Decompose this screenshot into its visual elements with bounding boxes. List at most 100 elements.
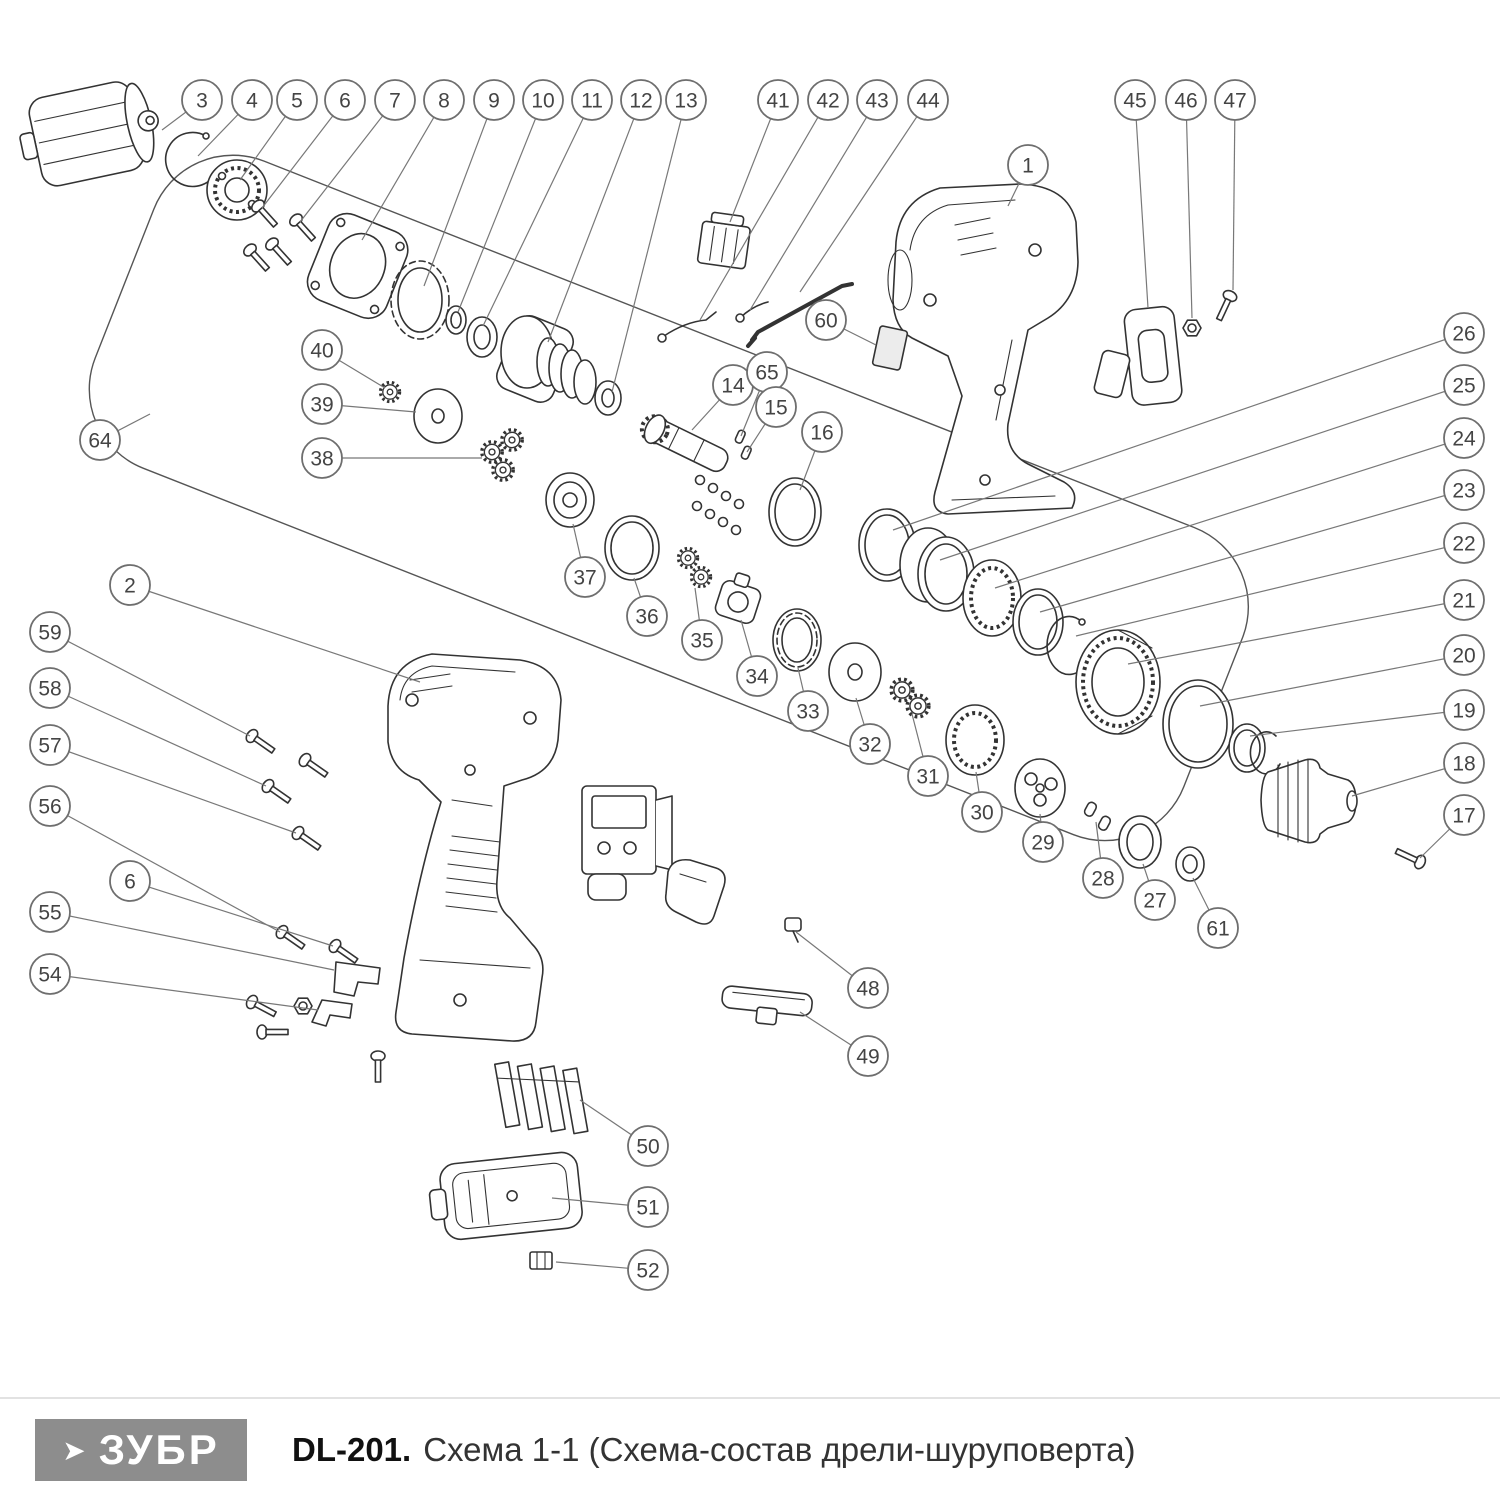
- screw-47: [1211, 287, 1240, 324]
- callout-12: 12: [620, 79, 662, 121]
- callout-11: 11: [571, 79, 613, 121]
- leader-line-22: [1075, 542, 1465, 637]
- svg-text:39: 39: [310, 393, 333, 416]
- callout-28: 28: [1082, 857, 1124, 899]
- foam-60: [871, 325, 909, 371]
- callout-29: 29: [1022, 821, 1064, 863]
- leader-line-57: [49, 744, 297, 834]
- callout-36: 36: [626, 595, 668, 637]
- svg-text:52: 52: [636, 1259, 659, 1282]
- steel-balls: [691, 474, 745, 536]
- spacer-ring: [445, 305, 467, 335]
- washer-39: [413, 388, 463, 444]
- callout-47: 47: [1214, 79, 1256, 121]
- footer: ➤ ЗУБР DL-201.Схема 1-1 (Схема-состав др…: [0, 1397, 1500, 1500]
- needle-bearing-33: [772, 608, 822, 672]
- leader-line-21: [1127, 599, 1465, 665]
- callout-57: 57: [29, 724, 71, 766]
- bracket-34: [714, 572, 762, 625]
- callout-22: 22: [1443, 522, 1485, 564]
- pins-28: [1083, 801, 1112, 831]
- planet-gears-31: [889, 677, 931, 719]
- callout-61: 61: [1197, 907, 1239, 949]
- svg-text:57: 57: [38, 734, 61, 757]
- washer-61: [1175, 846, 1205, 882]
- leader-line-47: [1232, 99, 1236, 291]
- callout-48: 48: [847, 967, 889, 1009]
- callout-3: 3: [181, 79, 223, 121]
- svg-text:18: 18: [1452, 752, 1475, 775]
- nut-bottom: [293, 997, 313, 1015]
- svg-text:1: 1: [1022, 154, 1034, 177]
- leader-line-24: [994, 437, 1465, 589]
- screws-top: [240, 196, 320, 275]
- svg-text:35: 35: [690, 629, 713, 652]
- leader-line-9: [423, 99, 495, 287]
- callout-31: 31: [907, 755, 949, 797]
- spindle-assembly: [495, 315, 622, 416]
- callout-25: 25: [1443, 364, 1485, 406]
- zubr-logo-text: ЗУБР: [98, 1425, 220, 1473]
- leader-line-13: [611, 99, 687, 393]
- leader-line-59: [49, 631, 251, 737]
- leader-line-2: [129, 584, 421, 683]
- schema-title: Схема 1-1 (Схема-состав дрели-шуруповерт…: [423, 1430, 1136, 1468]
- svg-text:46: 46: [1174, 89, 1197, 112]
- gasket: [390, 260, 450, 340]
- callout-32: 32: [849, 723, 891, 765]
- leader-line-23: [1039, 489, 1465, 613]
- svg-text:14: 14: [721, 374, 745, 397]
- callout-6: 6: [109, 860, 151, 902]
- svg-text:60: 60: [814, 309, 837, 332]
- zubr-logo: ➤ ЗУБР: [35, 1418, 247, 1481]
- switch-assembly: [581, 785, 673, 901]
- svg-text:44: 44: [916, 89, 940, 112]
- motor: [19, 81, 159, 187]
- callout-59: 59: [29, 611, 71, 653]
- svg-text:2: 2: [124, 574, 136, 597]
- callout-30: 30: [961, 791, 1003, 833]
- callout-27: 27: [1134, 879, 1176, 921]
- callout-1: 1: [1007, 144, 1049, 186]
- callout-24: 24: [1443, 417, 1485, 459]
- svg-text:13: 13: [674, 89, 697, 112]
- lower-housing: [387, 653, 562, 1042]
- battery-plate-51: [428, 1151, 583, 1241]
- screws-left: [243, 726, 332, 855]
- leader-line-11: [482, 99, 593, 327]
- carrier-29: [1014, 758, 1066, 818]
- callout-39: 39: [301, 383, 343, 425]
- svg-text:51: 51: [636, 1196, 659, 1219]
- leader-line-10: [457, 99, 544, 313]
- leader-line-54: [49, 973, 319, 1011]
- callout-41: 41: [757, 79, 799, 121]
- connector-52: [529, 1251, 553, 1270]
- svg-text:41: 41: [766, 89, 789, 112]
- svg-text:48: 48: [856, 977, 879, 1000]
- callout-45: 45: [1114, 79, 1156, 121]
- callout-8: 8: [423, 79, 465, 121]
- callout-55: 55: [29, 891, 71, 933]
- ring-gear-30: [945, 704, 1005, 776]
- callout-38: 38: [301, 437, 343, 479]
- rings-25: [899, 527, 975, 612]
- callout-42: 42: [807, 79, 849, 121]
- leader-line-46: [1185, 99, 1193, 319]
- leader-line-58: [49, 687, 267, 787]
- chuck-18: [1260, 758, 1358, 844]
- callout-26: 26: [1443, 312, 1485, 354]
- callout-16: 16: [801, 411, 843, 453]
- callout-9: 9: [473, 79, 515, 121]
- callout-17: 17: [1443, 794, 1485, 836]
- slide-lever-49: [721, 985, 813, 1026]
- leader-line-12: [547, 99, 642, 343]
- svg-text:4: 4: [246, 89, 258, 112]
- svg-text:59: 59: [38, 621, 61, 644]
- leader-line-42: [699, 99, 829, 321]
- nut-46: [1182, 319, 1202, 337]
- svg-text:42: 42: [816, 89, 839, 112]
- clip-48: [784, 917, 802, 943]
- exploded-diagram: 3456789101112134142434445464716064403938…: [19, 79, 1485, 1291]
- leader-line-19: [1249, 709, 1465, 737]
